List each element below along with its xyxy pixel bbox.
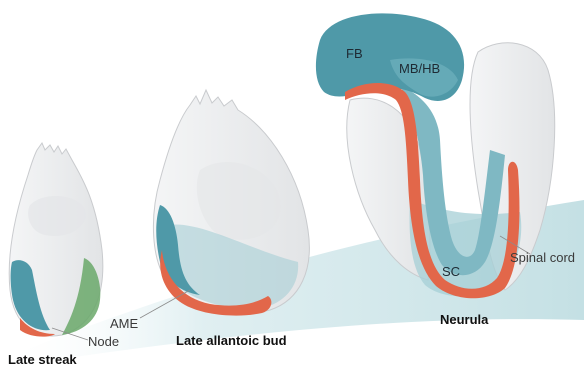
stage-label-late-allantoic-bud: Late allantoic bud <box>176 333 287 348</box>
stage-label-late-streak: Late streak <box>8 352 77 367</box>
node-label: Node <box>88 334 119 349</box>
spinal-cord-label: Spinal cord <box>510 250 575 265</box>
mb-hb-label: MB/HB <box>399 61 440 76</box>
fb-label: FB <box>346 46 363 61</box>
ame-label: AME <box>110 316 139 331</box>
stage-label-neurula: Neurula <box>440 312 489 327</box>
sc-label: SC <box>442 264 460 279</box>
late-allantoic-bud-embryo <box>153 90 309 316</box>
late-streak-embryo <box>9 143 103 337</box>
